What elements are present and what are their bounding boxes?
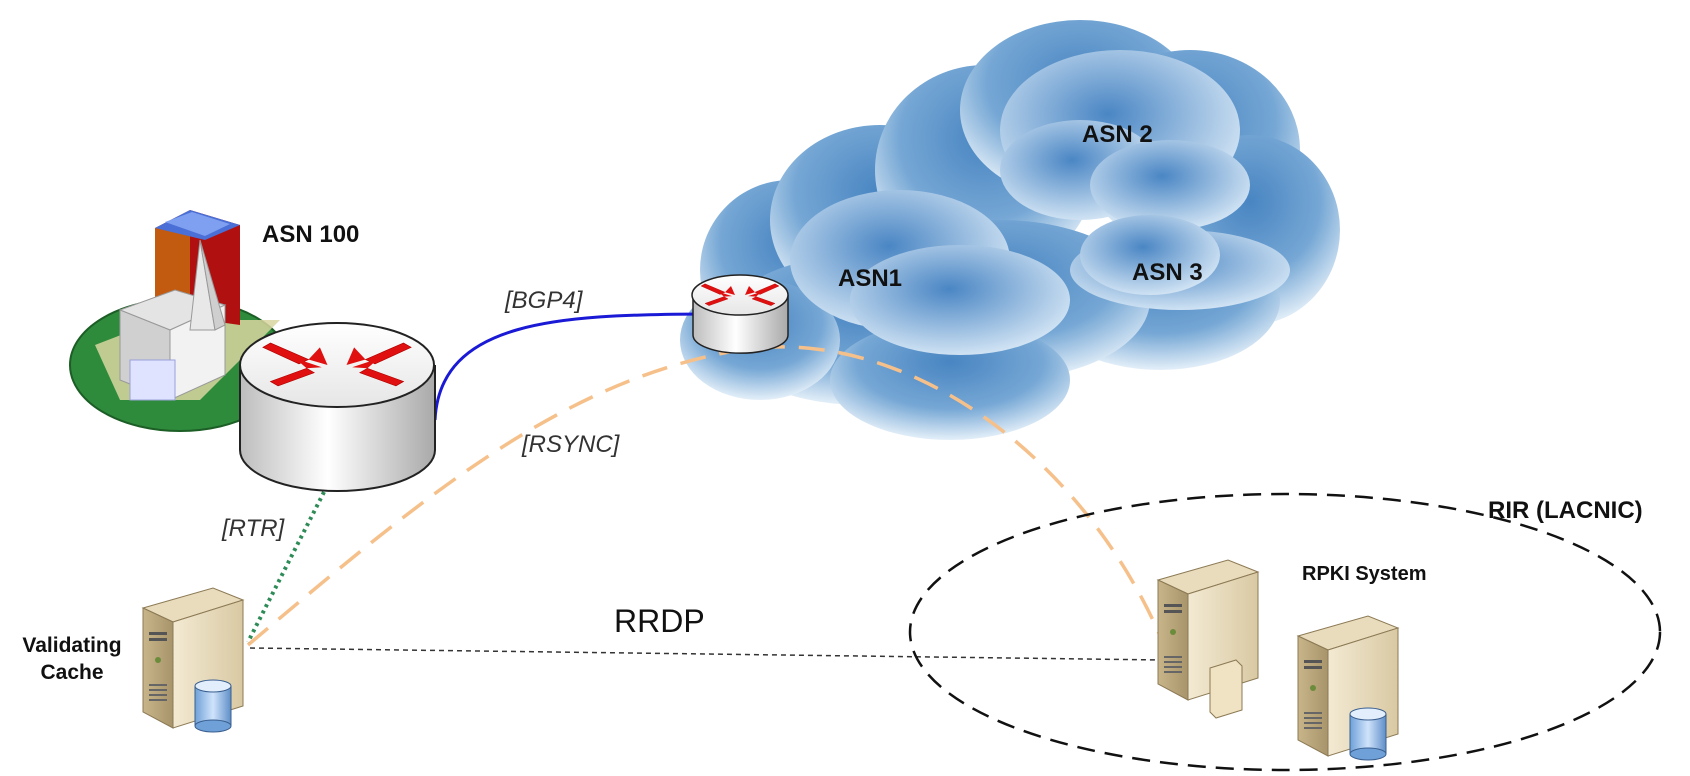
asn3-label: ASN 3 [1132,259,1203,286]
rir-label: RIR (LACNIC) [1488,497,1643,524]
asn1-label: ASN1 [838,265,902,292]
rpki-system-label: RPKI System [1302,563,1427,585]
internet-cloud [680,20,1340,440]
rtr-link [246,491,326,643]
bgp4-label: [BGP4] [504,287,584,314]
rpki-server-icon [1157,559,1259,719]
bgp4-link [433,312,701,421]
rir-boundary [908,492,1662,772]
asn2-label: ASN 2 [1082,121,1153,148]
rtr-label: [RTR] [221,515,286,542]
rrdp-link [249,647,1163,661]
validating-cache-label-line2: Cache [40,661,103,684]
validating-cache-server-icon [142,587,244,733]
validating-cache-label-line1: Validating [22,634,121,657]
rpki-database-server-icon [1297,615,1399,761]
asn100-label: ASN 100 [262,221,359,248]
rrdp-label: RRDP [614,603,705,639]
asn100-router-icon [239,322,436,493]
rsync-label: [RSYNC] [521,431,621,458]
asn100-building-icon [69,210,291,432]
cloud-router-icon [691,274,789,354]
